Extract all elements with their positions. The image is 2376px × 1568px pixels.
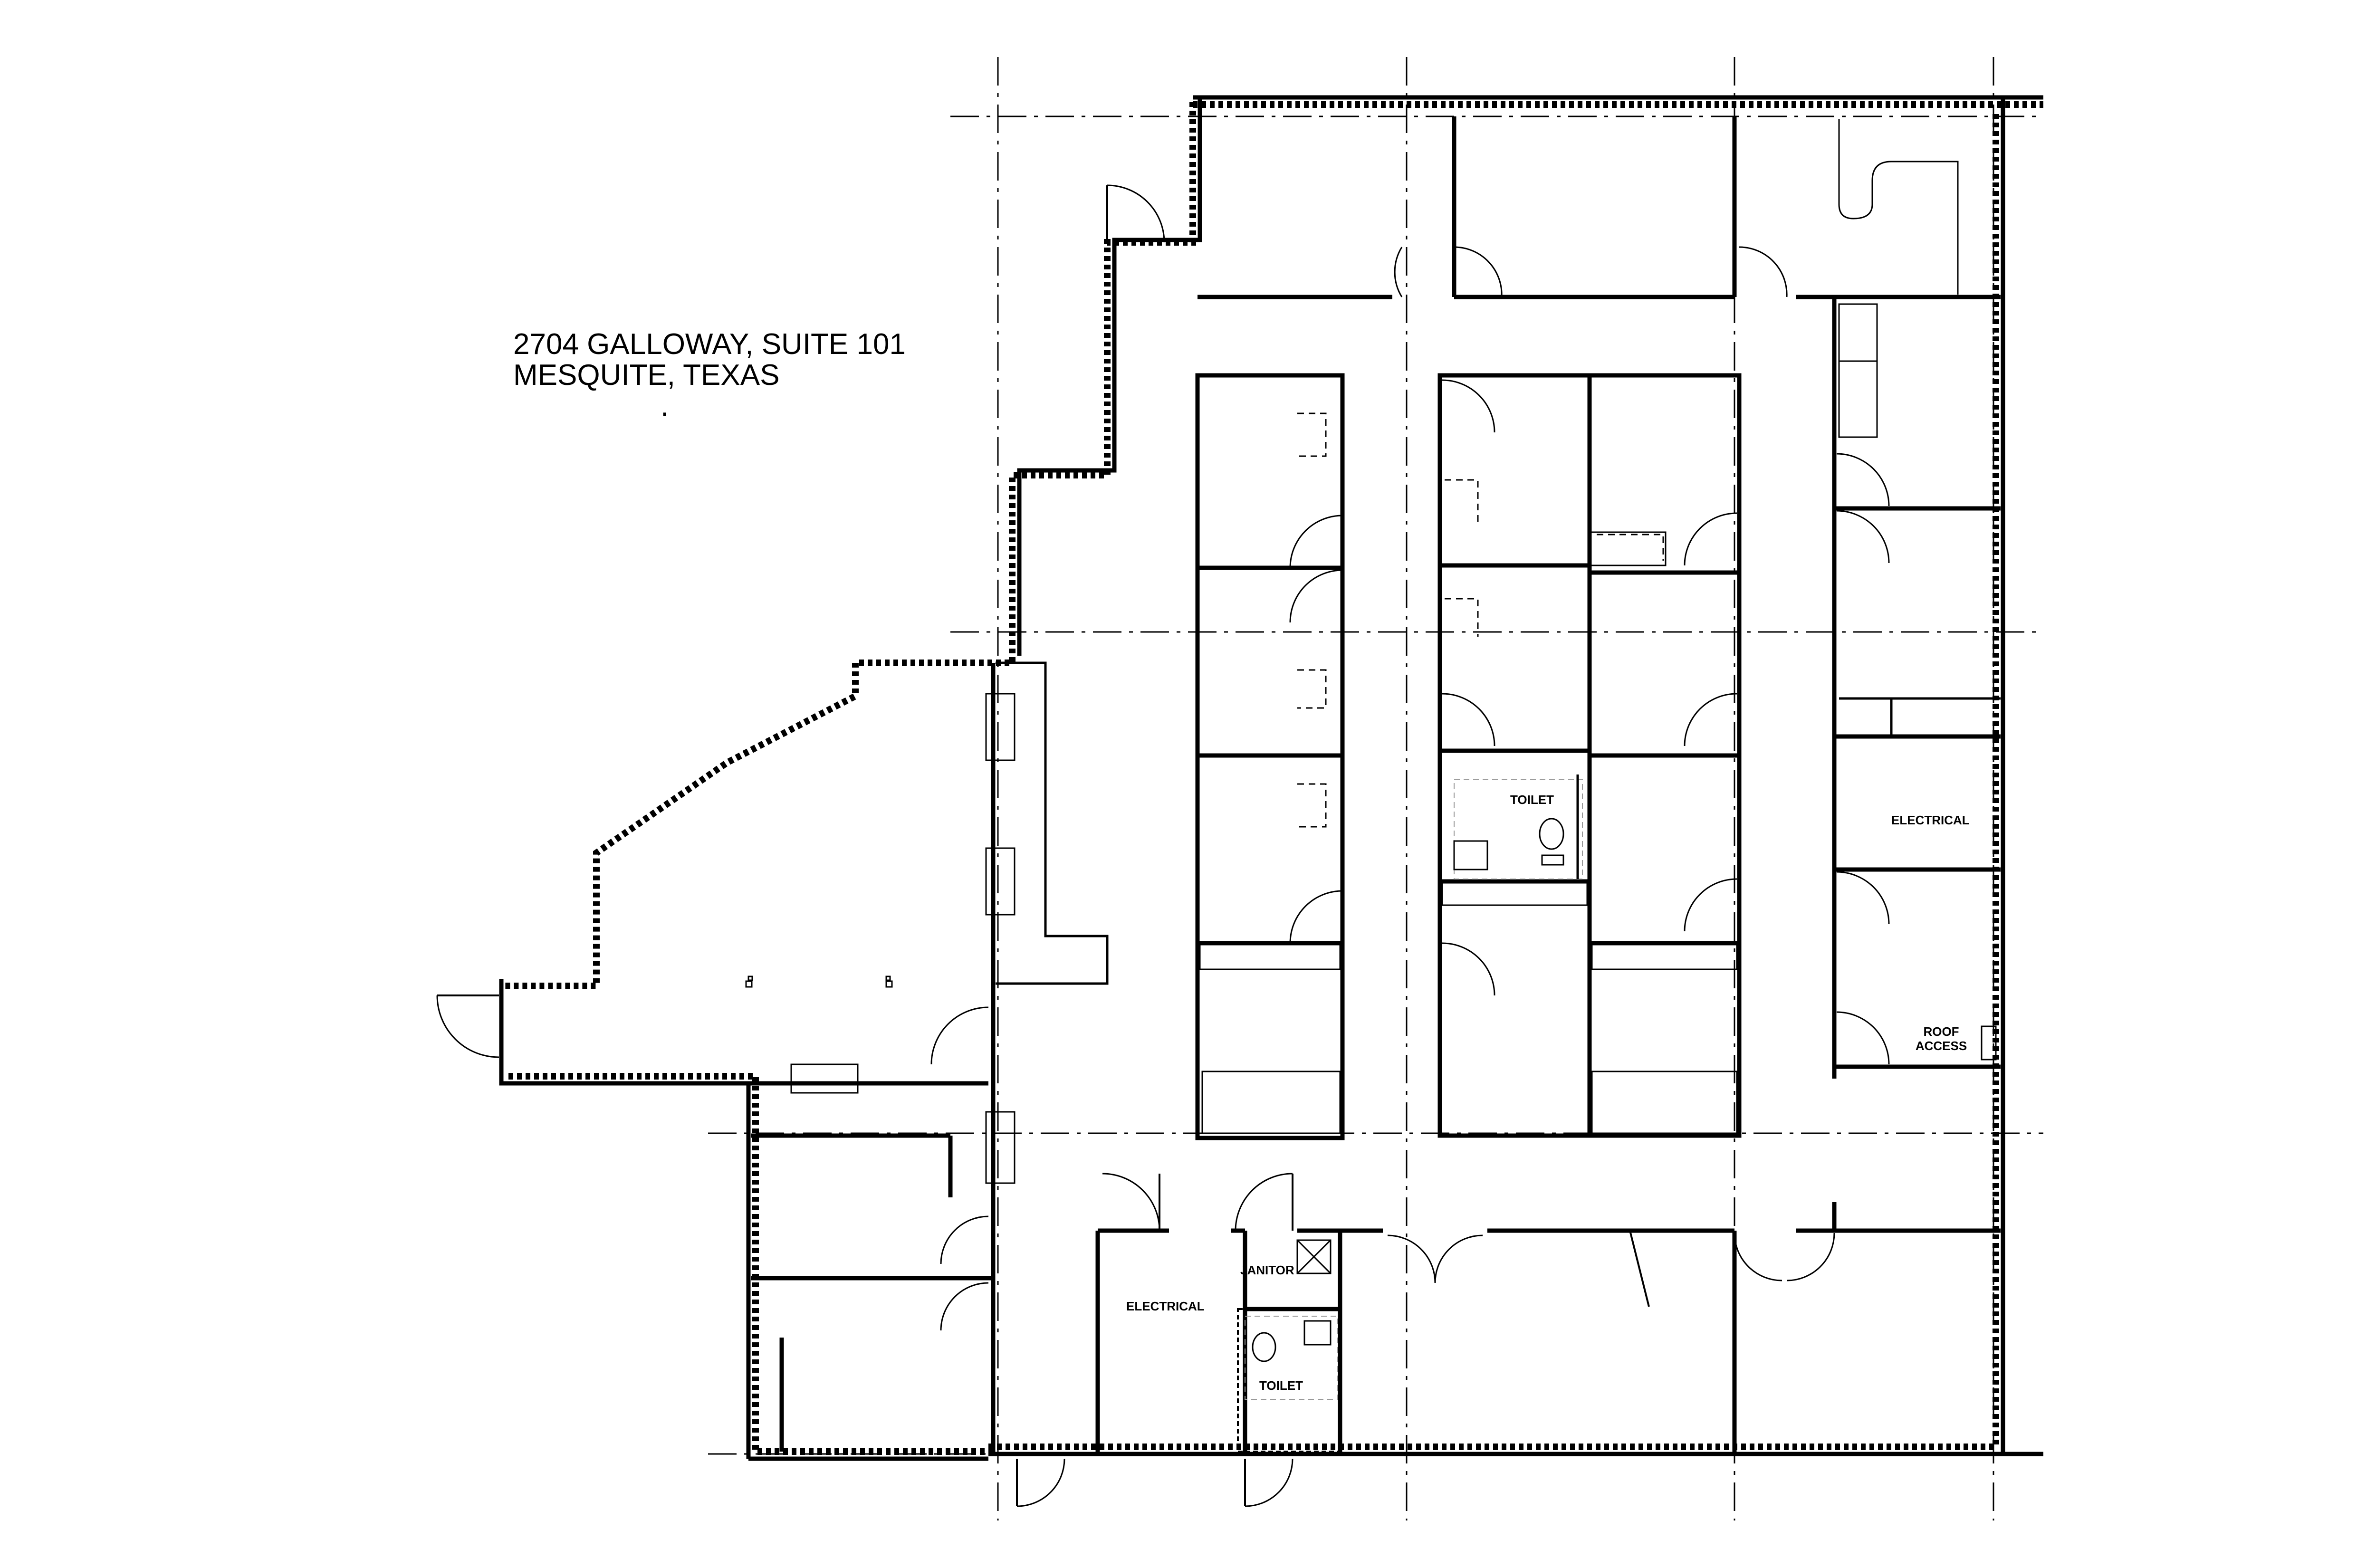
room-label-janitor: JANITOR bbox=[1240, 1263, 1294, 1277]
room-label-toilet-upper: TOILET bbox=[1510, 793, 1554, 807]
address-line-1: 2704 GALLOWAY, SUITE 101 bbox=[513, 328, 906, 361]
doors bbox=[436, 184, 1890, 1507]
room-labels: TOILET ELECTRICAL ROOF ACCESS JANITOR EL… bbox=[1126, 793, 1970, 1393]
room-label-electrical-right: ELECTRICAL bbox=[1891, 813, 1970, 827]
room-label-toilet-lower: TOILET bbox=[1259, 1378, 1303, 1393]
address-line-2: MESQUITE, TEXAS bbox=[513, 359, 779, 392]
grid-lines bbox=[708, 57, 2043, 1520]
exterior-walls bbox=[499, 95, 2043, 1461]
room-label-roof-access-1: ROOF bbox=[1923, 1024, 1959, 1039]
interior-walls bbox=[745, 116, 2001, 1454]
room-label-roof-access-2: ACCESS bbox=[1916, 1039, 1967, 1053]
address-mark: . bbox=[661, 390, 669, 422]
address-block: 2704 GALLOWAY, SUITE 101 MESQUITE, TEXAS… bbox=[513, 328, 906, 422]
fixtures bbox=[1199, 303, 1997, 1400]
room-label-electrical-lower: ELECTRICAL bbox=[1126, 1299, 1205, 1313]
